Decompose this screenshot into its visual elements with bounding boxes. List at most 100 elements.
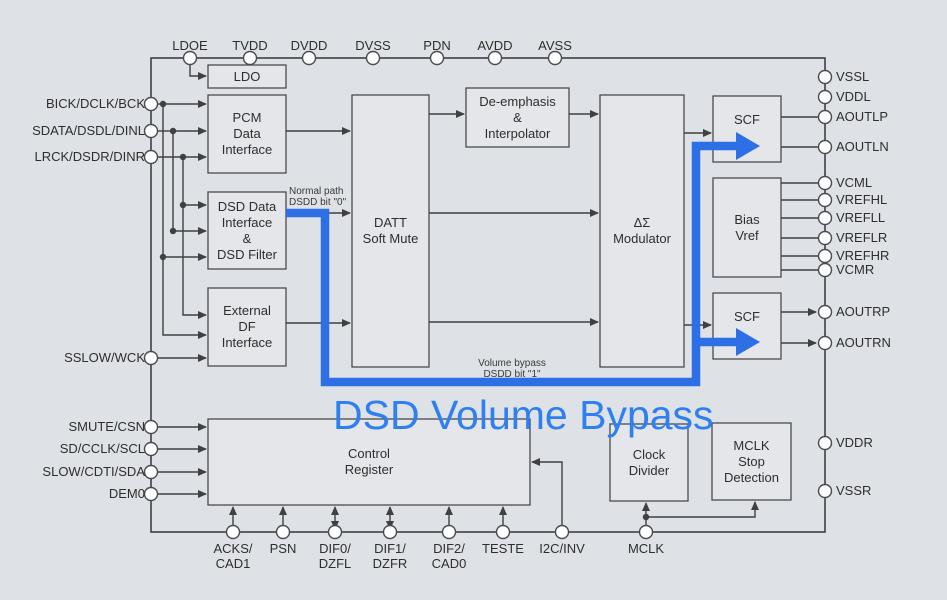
pin-label-slow-cdti: SLOW/CDTI/SDA (42, 464, 145, 479)
dsd-data-interface-label: DSD Data Interface & DSD Filter (217, 198, 277, 262)
pin-dif0 (327, 524, 343, 540)
pin-vssl (817, 69, 833, 85)
pin-vddr (817, 435, 833, 451)
pin-label-dif1: DIF1/ DZFR (372, 541, 408, 571)
bias-vref-block (712, 177, 782, 278)
pin-label-ldoe: LDOE (172, 38, 208, 53)
bias-vref-label: Bias Vref (734, 211, 760, 243)
pin-vreflr (817, 230, 833, 246)
scf-left-label: SCF (734, 112, 760, 127)
ldo-label: LDO (233, 68, 261, 84)
pin-label-vcmr: VCMR (836, 262, 875, 277)
pin-sd-cclk (143, 441, 159, 457)
pin-vrefhr (817, 248, 833, 264)
pin-label-tvdd: TVDD (232, 38, 268, 53)
deemphasis-interpolator-label: De-emphasis & Interpolator (479, 93, 556, 141)
pin-avss (547, 50, 563, 66)
pin-label-aoutlp: AOUTLP (836, 109, 889, 124)
pin-label-bick: BICK/DCLK/BCK (46, 96, 145, 111)
pin-label-smute: SMUTE/CSN (68, 419, 145, 434)
mclk-stop-detection-block (711, 422, 792, 501)
pin-vrefll (817, 210, 833, 226)
pin-label-vddr: VDDR (836, 435, 873, 450)
external-df-interface-label: External DF Interface (221, 303, 273, 350)
pin-label-sdata: SDATA/DSDL/DINL (32, 123, 145, 138)
pin-acks (225, 524, 241, 540)
pin-label-dif0: DIF0/ DZFL (318, 541, 352, 571)
pin-dvss (365, 50, 381, 66)
pin-label-vreflr: VREFLR (836, 230, 888, 245)
pin-label-avdd: AVDD (477, 38, 513, 53)
pin-label-sd-cclk: SD/CCLK/SCL (59, 441, 145, 456)
datt-soft-mute-block (351, 94, 430, 368)
scf-right-label: SCF (734, 309, 760, 324)
dsd-volume-bypass-path (286, 132, 760, 387)
pin-label-aoutrp: AOUTRP (836, 304, 891, 319)
mclk-stop-detection-label: MCLK Stop Detection (724, 437, 779, 485)
pin-ldoe (182, 50, 198, 66)
pin-aoutlp (817, 109, 833, 125)
pin-dem0 (143, 486, 159, 502)
i2c-to-reg (531, 458, 563, 532)
pin-lrck (143, 149, 159, 165)
pin-i2c (554, 524, 570, 540)
datt-soft-mute-label: DATT Soft Mute (362, 215, 419, 246)
pin-avdd (487, 50, 503, 66)
pin-label-dvss: DVSS (355, 38, 391, 53)
pcm-data-interface-block (207, 94, 287, 174)
pin-dif2 (441, 524, 457, 540)
pin-sslow (143, 350, 159, 366)
pin-vcmr (817, 262, 833, 278)
delta-sigma-modulator-label: ΔΣ Modulator (613, 215, 671, 246)
clock-divider-label: Clock Divider (628, 446, 670, 478)
block-rects (207, 64, 792, 506)
pin-vddl (817, 89, 833, 105)
pin-label-aoutrn: AOUTRN (836, 335, 891, 350)
pcm-data-interface-label: PCM Data Interface (221, 110, 273, 157)
junction-dots (159, 100, 650, 521)
pin-mclk (638, 524, 654, 540)
pin-label-avss: AVSS (538, 38, 572, 53)
pin-label-vssl: VSSL (836, 69, 870, 84)
pin-smute (143, 419, 159, 435)
volume-bypass-note: Volume bypass DSDD bit "1" (478, 358, 546, 380)
pin-aoutrn (817, 335, 833, 351)
pin-label-pdn: PDN (423, 38, 451, 53)
pin-sdata (143, 123, 159, 139)
control-register-block (207, 418, 531, 506)
lrck-rail (182, 157, 207, 319)
pin-label-vcml: VCML (836, 175, 873, 190)
pin-vcml (817, 175, 833, 191)
pin-bick (143, 96, 159, 112)
pin-label-mclk: MCLK (627, 541, 665, 556)
delta-sigma-modulator-block (599, 94, 685, 368)
pin-label-sslow: SSLOW/WCK (64, 350, 145, 365)
pin-label-teste: TESTE (482, 541, 524, 556)
pin-slow-cdti (143, 464, 159, 480)
pin-label-acks: ACKS/ CAD1 (213, 541, 253, 571)
pin-label-aoutln: AOUTLN (836, 139, 889, 154)
pin-label-dvdd: DVDD (290, 38, 328, 53)
bick-rail (162, 104, 207, 339)
bypass-arrowhead-bottom (736, 328, 760, 356)
pin-label-psn: PSN (269, 541, 297, 556)
pin-aoutln (817, 139, 833, 155)
pin-label-vrefhr: VREFHR (836, 248, 890, 263)
pin-label-vddl: VDDL (836, 89, 871, 104)
pin-label-vrefll: VREFLL (836, 210, 886, 225)
bypass-path-main (286, 141, 738, 387)
mclk-to-stopdet (646, 501, 759, 518)
pin-label-dem0: DEM0 (108, 486, 145, 501)
pin-label-vrefhl: VREFHL (836, 192, 888, 207)
pin-label-dif2: DIF2/ CAD0 (431, 541, 467, 571)
pin-aoutrp (817, 304, 833, 320)
pin-label-vssr: VSSR (836, 483, 872, 498)
normal-path-note: Normal path DSDD bit "0" (289, 186, 347, 208)
pin-teste (495, 524, 511, 540)
pin-dvdd (301, 50, 317, 66)
pin-pdn (429, 50, 445, 66)
dsd-data-interface-block (207, 191, 287, 270)
dsd-volume-bypass-title: DSD Volume Bypass (333, 392, 714, 438)
